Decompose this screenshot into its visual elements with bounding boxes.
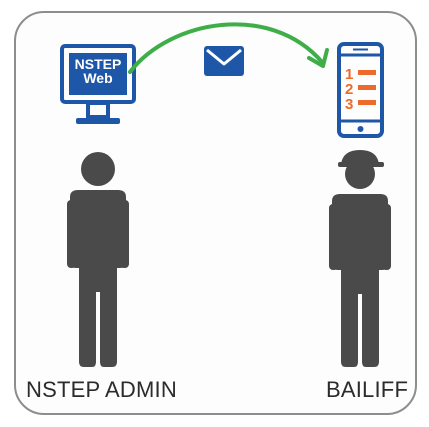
phone-icon [337,42,384,138]
arrow-icon [128,22,329,74]
phone-list-number-3: 3 [345,96,353,113]
phone-list-number-2: 2 [345,81,353,98]
monitor-label-line1: NSTEP [74,56,122,72]
admin-person-icon [67,152,129,367]
envelope-icon [204,46,244,76]
bailiff-person-icon [329,150,391,367]
monitor-icon [60,44,136,124]
monitor-label-line2: Web [83,70,113,86]
bailiff-role-label: BAILIFF [326,377,409,402]
phone-list-number-1: 1 [345,66,353,83]
admin-role-label: NSTEP ADMIN [26,377,177,402]
